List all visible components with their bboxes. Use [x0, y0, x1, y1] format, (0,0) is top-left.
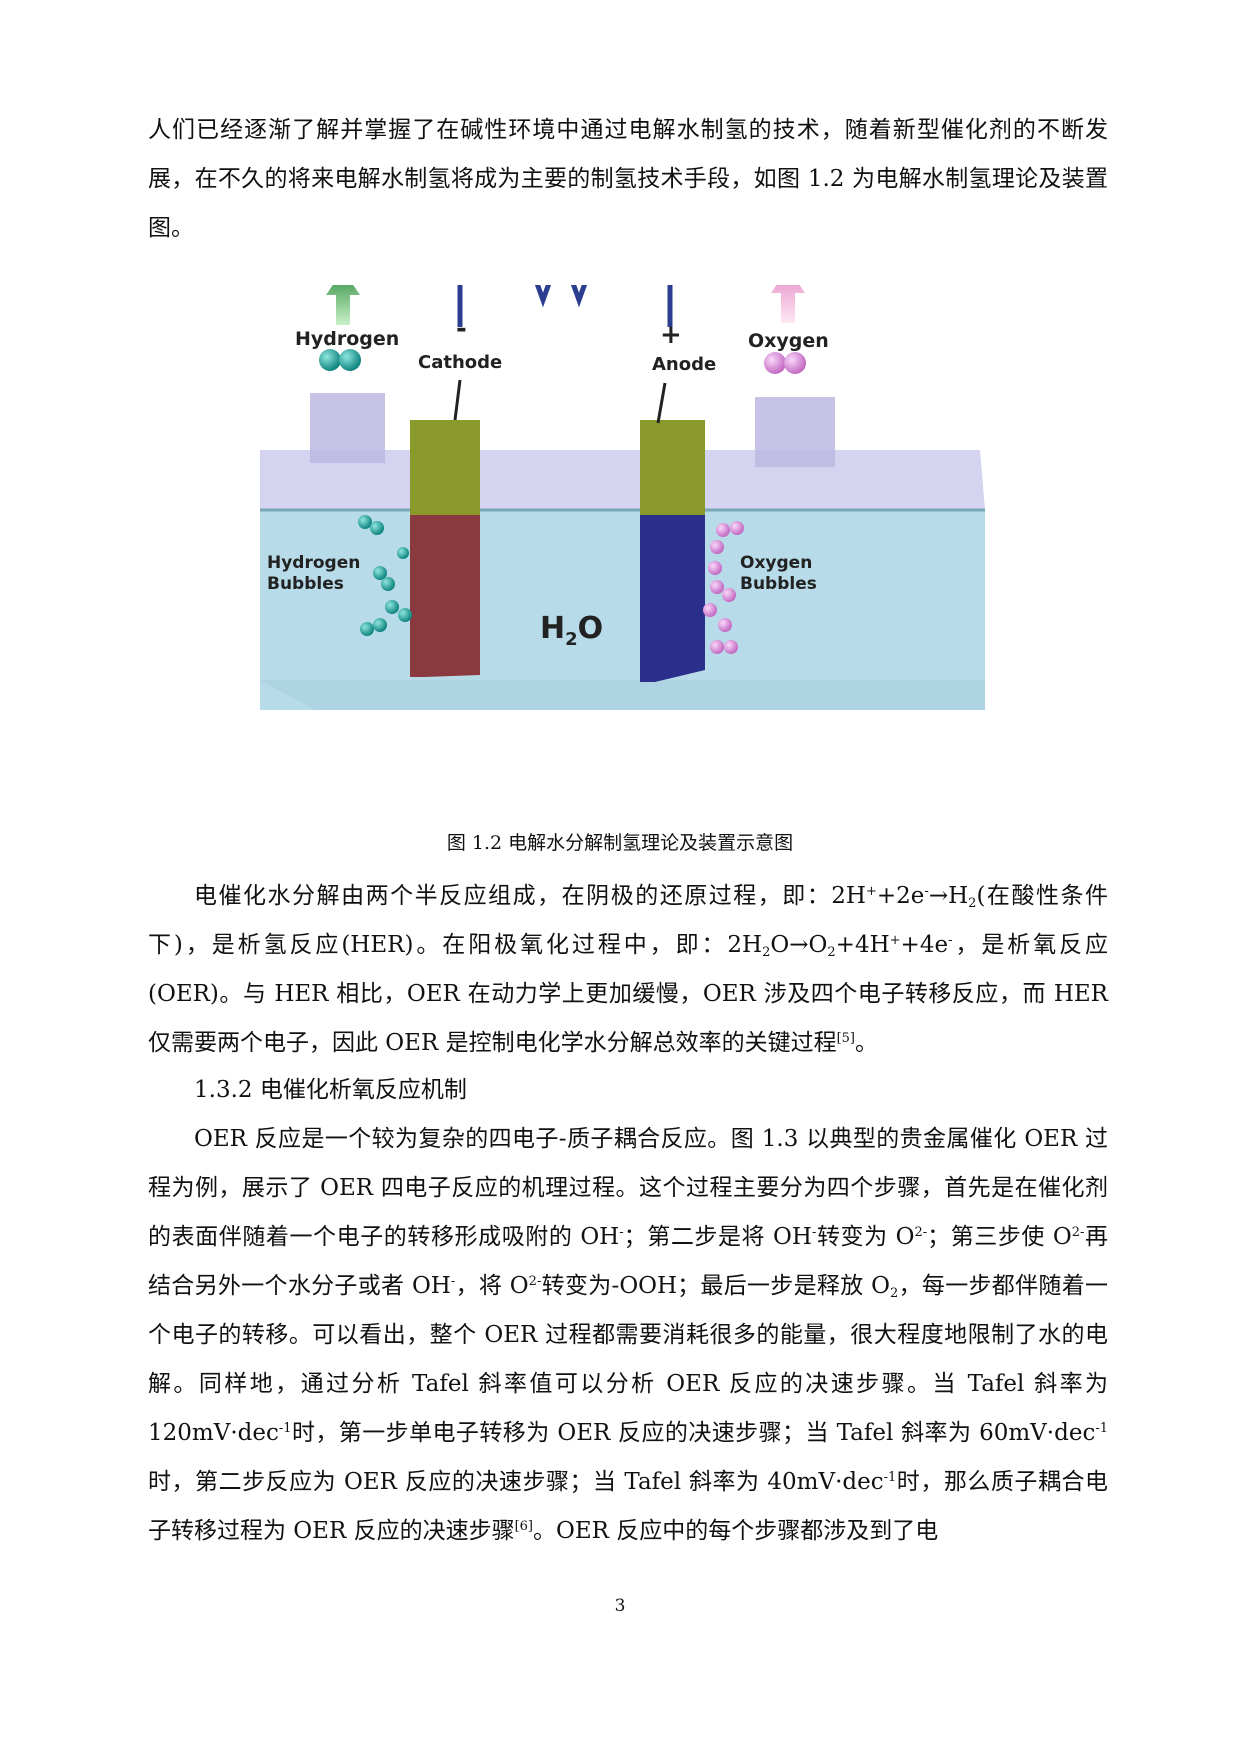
- paragraph-electrocatalysis: 电催化水分解由两个半反应组成，在阴极的还原过程，即：2H++2e-→H2(在酸性…: [148, 883, 1109, 1056]
- anode-bottom: [640, 515, 705, 682]
- oxygen-bubbles-label-2: Bubbles: [740, 574, 817, 594]
- hydrogen-bubbles-label-2: Bubbles: [267, 574, 344, 594]
- intro-paragraph: 人们已经逐渐了解并掌握了在碱性环境中通过电解水制氢的技术，随着新型催化剂的不断发…: [148, 106, 1108, 253]
- page-number: 3: [614, 1596, 626, 1616]
- cathode-pointer: [453, 379, 462, 421]
- oxygen-bubbles: [703, 521, 744, 654]
- anode-pointer: [656, 382, 667, 424]
- tank-water: [260, 510, 985, 710]
- figure-caption: 图 1.2 电解水分解制氢理论及装置示意图: [446, 832, 794, 854]
- oxygen-bubbles-label-1: Oxygen: [740, 553, 812, 573]
- oxygen-arrow-icon: [771, 285, 805, 323]
- anode-label: Anode: [652, 354, 716, 375]
- hydrogen-arrow-icon: [326, 285, 360, 325]
- intro-text: 人们已经逐渐了解并掌握了在碱性环境中通过电解水制氢的技术，随着新型催化剂的不断发…: [148, 117, 1108, 241]
- oxygen-label: Oxygen: [748, 330, 829, 352]
- anode-top: [640, 420, 705, 515]
- section-heading: 1.3.2 电催化析氧反应机制: [194, 1077, 467, 1103]
- hydrogen-label: Hydrogen: [295, 328, 399, 350]
- paragraph-oer-mechanism: OER 反应是一个较为复杂的四电子-质子耦合反应。图 1.3 以典型的贵金属催化…: [148, 1126, 1109, 1544]
- cathode-bottom: [410, 515, 480, 677]
- oxygen-outlet: [755, 397, 835, 467]
- water-formula: H2O: [540, 611, 603, 650]
- hydrogen-bubbles-label-1: Hydrogen: [267, 553, 360, 573]
- hydrogen-bubbles: [358, 515, 412, 636]
- electrolysis-diagram: Hydrogen Oxygen Cathode Anode - + Hydrog…: [260, 285, 985, 710]
- hydrogen-molecule-icon: [319, 349, 361, 371]
- hydrogen-outlet: [310, 393, 385, 463]
- cathode-top: [410, 420, 480, 515]
- plus-sign: +: [660, 320, 682, 350]
- cathode-label: Cathode: [418, 352, 502, 373]
- circuit-wire: [457, 285, 673, 327]
- minus-sign: -: [456, 314, 467, 344]
- oxygen-molecule-icon: [764, 352, 806, 374]
- tank-floor: [260, 680, 985, 710]
